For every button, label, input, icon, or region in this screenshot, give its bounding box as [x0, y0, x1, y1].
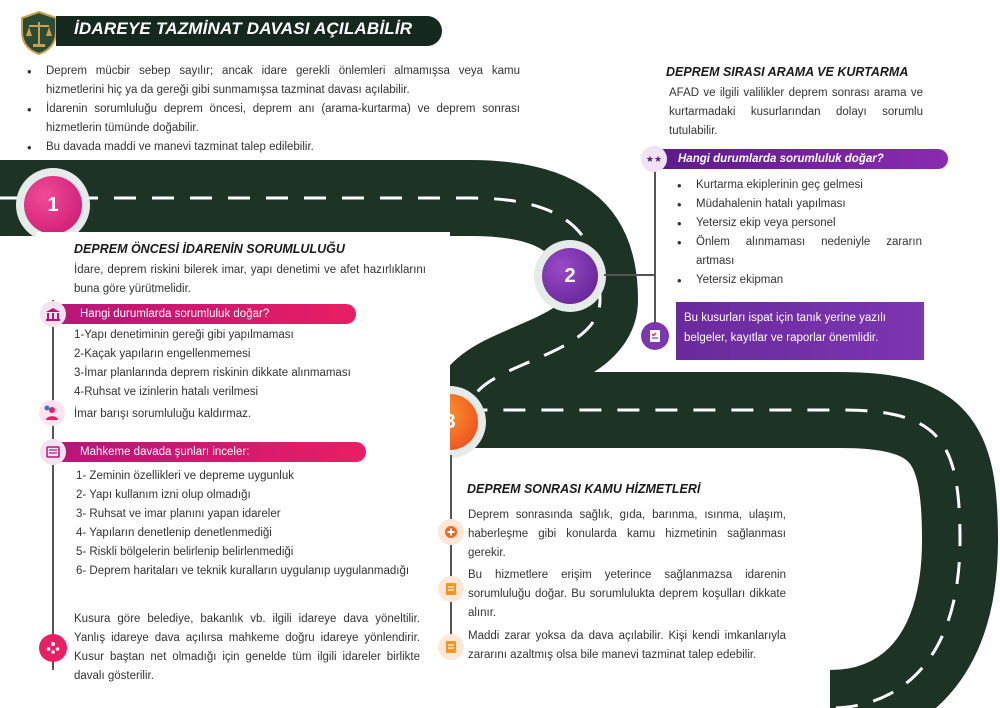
section-1-title: DEPREM ÖNCESİ İDARENİN SORUMLULUĞU — [74, 242, 345, 256]
section-1-intro: İdare, deprem riskini bilerek imar, yapı… — [74, 264, 426, 295]
document-icon — [438, 576, 464, 602]
timeline-line — [450, 455, 452, 655]
court-list: 1- Zeminin özellikleri ve depreme uygunl… — [76, 467, 420, 581]
list-item: 4- Yapıların denetlenip denetlenmediği — [76, 527, 272, 539]
intro-bullets: Deprem mücbir sebep sayılır; ancak idare… — [24, 62, 520, 157]
list-item: Önlem alınmaması nedeniyle zararın artma… — [674, 233, 922, 271]
list-item: 1- Zeminin özellikleri ve depreme uygunl… — [76, 470, 294, 482]
title-bar — [56, 16, 442, 46]
section-1-pill-2: Mahkeme davada şunları inceler: — [50, 442, 366, 462]
step-number: 2 — [542, 248, 598, 304]
list-item: Bu davada maddi ve manevi tazminat talep… — [24, 138, 520, 157]
list-item: 1-Yapı denetiminin gereği gibi yapılmama… — [74, 329, 294, 341]
list-item: 3-İmar planlarında deprem riskinin dikka… — [74, 367, 351, 379]
section-3-title: DEPREM SONRASI KAMU HİZMETLERİ — [467, 482, 701, 496]
section-3-panel — [452, 462, 804, 708]
timeline-line — [654, 164, 656, 336]
section-3-paragraph: Bu hizmetlere erişim yeterince sağlanmaz… — [468, 569, 786, 619]
section-1-footer: Kusura göre belediye, bakanlık vb. ilgil… — [74, 613, 420, 682]
page-title: İDAREYE TAZMİNAT DAVASI AÇILABİLİR — [74, 19, 413, 38]
list-item: Kurtarma ekiplerinin geç gelmesi — [674, 176, 922, 195]
bank-icon — [40, 301, 66, 327]
alert-person-icon — [39, 400, 65, 426]
list-item: 4-Ruhsat ve izinlerin hatalı verilmesi — [74, 386, 259, 398]
section-2-title: DEPREM SIRASI ARAMA VE KURTARMA — [666, 65, 909, 79]
list-item: 3- Ruhsat ve imar planını yapan idareler — [76, 508, 281, 520]
list-item: Yetersiz ekipman — [674, 271, 922, 290]
section-3-paragraph: Deprem sonrasında sağlık, gıda, barınma,… — [468, 509, 786, 559]
list-item: 2- Yapı kullanım izni olup olmadığı — [76, 489, 251, 501]
step-1-marker: 1 — [16, 168, 90, 242]
stars-icon: ★★ — [641, 146, 667, 172]
checklist-icon — [641, 322, 669, 350]
people-icon — [39, 634, 67, 662]
list-item: Deprem mücbir sebep sayılır; ancak idare… — [24, 62, 520, 100]
timeline-line — [52, 300, 54, 670]
section-1-pill: Hangi durumlarda sorumluluk doğar? — [50, 304, 356, 324]
list-item: 6- Deprem haritaları ve teknik kuralları… — [76, 565, 410, 577]
list-item: 5- Riskli bölgelerin belirlenip belirlen… — [76, 546, 294, 558]
step-2-connector — [604, 274, 656, 276]
step-number: 1 — [24, 176, 82, 234]
section-3-paragraph: Maddi zarar yoksa da dava açılabilir. Ki… — [468, 630, 786, 661]
court-icon — [40, 439, 66, 465]
section-2-intro: AFAD ve ilgili valilikler deprem sonrası… — [669, 87, 923, 137]
section-2-list: Kurtarma ekiplerinin geç gelmesi Müdahal… — [674, 176, 922, 290]
section-1-list: 1-Yapı denetiminin gereği gibi yapılmama… — [74, 326, 434, 402]
section-2-pill: Hangi durumlarda sorumluluk doğar? — [652, 149, 948, 169]
list-item: Yetersiz ekip veya personel — [674, 214, 922, 233]
step-2-marker: 2 — [534, 240, 606, 312]
first-aid-icon — [438, 519, 464, 545]
section-1-note: İmar barışı sorumluluğu kaldırmaz. — [74, 408, 252, 420]
scales-icon — [21, 10, 57, 56]
document-icon — [438, 634, 464, 660]
section-2-note: Bu kusurları ispat için tanık yerine yaz… — [676, 302, 924, 360]
list-item: İdarenin sorumluluğu deprem öncesi, depr… — [24, 100, 520, 138]
list-item: Müdahalenin hatalı yapılması — [674, 195, 922, 214]
list-item: 2-Kaçak yapıların engellenmemesi — [74, 348, 251, 360]
